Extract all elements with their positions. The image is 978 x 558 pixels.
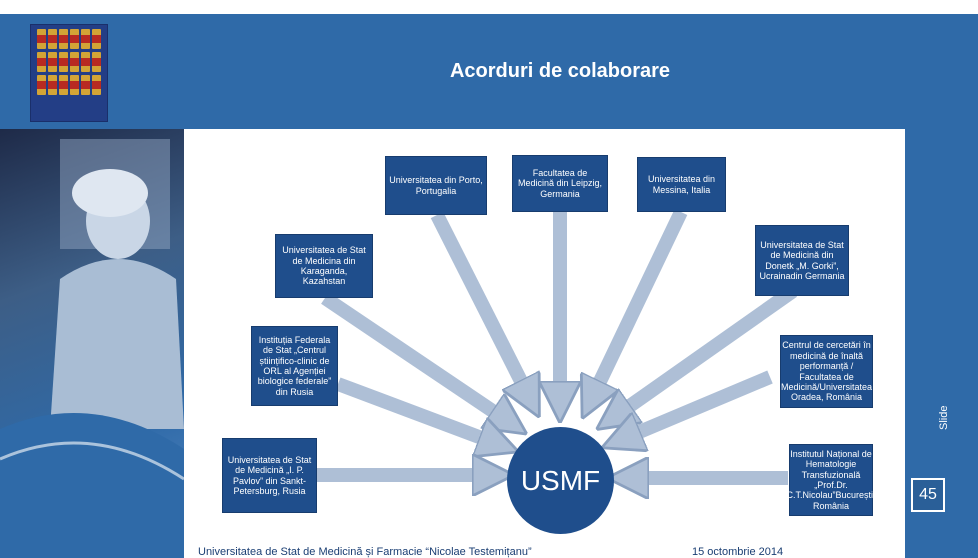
arrow-messina [593,208,688,396]
photo-panel [0,129,184,558]
partner-karaganda: Universitatea de Stat de Medicina din Ka… [275,234,373,298]
partner-messina: Universitatea din Messina, Italia [637,157,726,212]
arrow-oradea [625,370,773,438]
partner-leipzig: Facultatea de Medicină din Leipzig, Germ… [512,155,608,212]
arrow-karaganda [321,292,506,420]
footer-date: 15 octombrie 2014 [692,546,784,558]
partner-porto: Universitatea din Porto, Portugalia [385,156,487,215]
header-band [0,0,978,129]
partner-oradea: Centrul de cercetări în medicină de înal… [780,335,873,408]
university-logo [30,24,108,122]
doctor-xray-photo [0,139,184,558]
arrow-porto [430,211,528,395]
arrow-fmba [335,377,495,443]
slide-label: Slide [938,405,950,430]
slide-title: Acorduri de colaborare [449,60,671,82]
footer-university: Universitatea de Stat de Medicină și Far… [198,546,532,558]
usmf-hub: USMF [507,427,614,534]
slide-number: 45 [911,478,945,512]
partner-hematologie: Institutul Național de Hematologie Trans… [786,444,876,516]
partner-pavlov: Universitatea de Stat de Medicină „I. P.… [222,438,317,513]
partner-fmba: Instituția Federala de Stat „Centrul ști… [251,326,338,406]
arrow-donetk [617,285,798,415]
partner-donetk: Universitatea de Stat de Medicină din Do… [755,225,849,296]
